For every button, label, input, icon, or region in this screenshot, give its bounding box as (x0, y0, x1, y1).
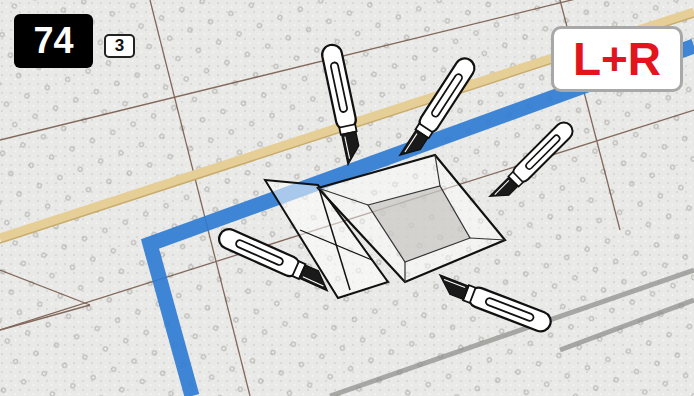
step-label: L+R (573, 32, 661, 86)
hobby-knife (216, 226, 334, 293)
side-indicator: L+R (551, 26, 683, 92)
quantity-badge: 3 (104, 34, 135, 58)
hobby-knife (434, 273, 554, 335)
hobby-knives (216, 43, 576, 334)
blue-tape (150, 46, 694, 396)
step-label: 3 (115, 36, 124, 56)
step-number: 74 (14, 14, 93, 68)
hobby-knife (398, 55, 478, 164)
foam-cut-groove (330, 270, 694, 396)
step-label: 74 (33, 20, 73, 62)
hobby-knife (488, 119, 576, 207)
hobby-knife (320, 43, 364, 165)
